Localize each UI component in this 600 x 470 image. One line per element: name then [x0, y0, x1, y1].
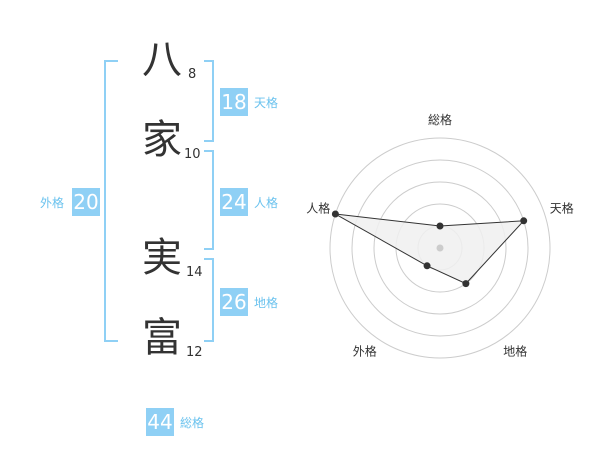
- soukaku-label: 総格: [180, 416, 205, 430]
- stroke-count-3: 14: [186, 265, 203, 280]
- radar-axis-label-4: 外格: [353, 344, 377, 359]
- radar-ring-3: [373, 181, 507, 315]
- radar-axis-label-2: 天格: [550, 200, 574, 215]
- radar-axis-label-1: 総格: [428, 112, 452, 127]
- name-char-1: 八: [142, 37, 182, 83]
- radar-point-4: [423, 262, 431, 270]
- gaikaku-value: 20: [72, 188, 100, 216]
- gaikaku-bracket: [104, 60, 118, 342]
- radar-point-5: [331, 210, 339, 218]
- name-char-3: 実: [142, 235, 182, 281]
- tenkaku-bracket: [204, 60, 214, 142]
- chikaku-value: 26: [220, 288, 248, 316]
- radar-axis-label-5: 人格: [306, 200, 330, 215]
- radar-point-2: [520, 217, 528, 225]
- chikaku-label: 地格: [254, 296, 279, 310]
- tenkaku-value: 18: [220, 88, 248, 116]
- chikaku-bracket: [204, 258, 214, 342]
- radar-center: [436, 244, 444, 252]
- stroke-count-2: 10: [184, 147, 201, 162]
- radar-ring-4: [351, 159, 529, 337]
- tenkaku-label: 天格: [254, 96, 279, 110]
- radar-point-3: [462, 280, 470, 288]
- soukaku-value: 44: [146, 408, 174, 436]
- jinkaku-bracket: [204, 150, 214, 250]
- radar-axis-label-3: 地格: [503, 344, 527, 359]
- radar-point-1: [436, 222, 444, 230]
- radar-area: [335, 213, 525, 285]
- name-char-2: 家: [142, 117, 182, 163]
- jinkaku-value: 24: [220, 188, 248, 216]
- jinkaku-label: 人格: [254, 196, 279, 210]
- gaikaku-label: 外格: [40, 196, 65, 210]
- stroke-count-1: 8: [188, 67, 197, 82]
- stroke-count-4: 12: [186, 345, 203, 360]
- name-char-4: 富: [142, 315, 182, 361]
- radar-ring-5: [329, 137, 551, 359]
